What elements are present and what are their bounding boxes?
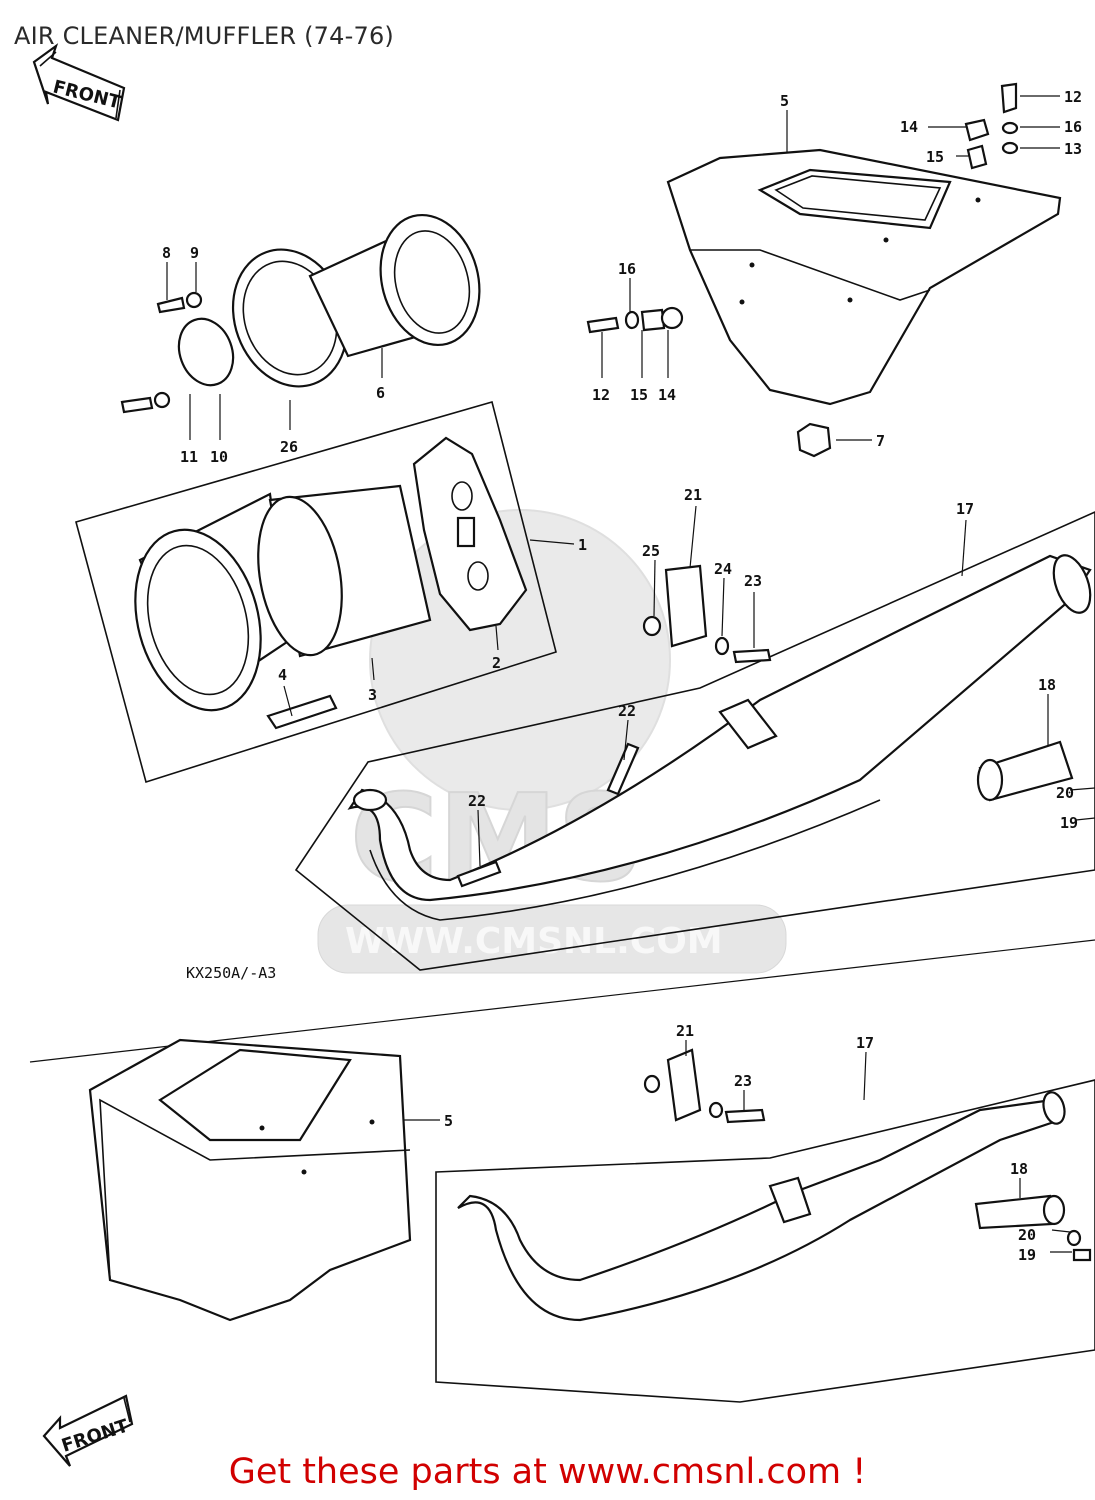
callout-22-upper: 22	[618, 702, 636, 720]
callout-11: 11	[180, 448, 198, 466]
callout-9: 9	[190, 244, 199, 262]
callout-5-bottom: 5	[444, 1112, 453, 1130]
callout-25: 25	[642, 542, 660, 560]
cover-mount-hardware	[964, 82, 1019, 170]
callout-21-bottom: 21	[676, 1022, 694, 1040]
callout-20-bottom: 20	[1018, 1226, 1036, 1244]
callout-12-mid: 12	[592, 386, 610, 404]
callout-13: 13	[1064, 140, 1082, 158]
callout-19-top: 19	[1060, 814, 1078, 832]
watermark: CMS WWW.CMSNL.COM	[317, 509, 787, 974]
callout-3: 3	[368, 686, 377, 704]
callout-10: 10	[210, 448, 228, 466]
callout-16-mid: 16	[618, 260, 636, 278]
callout-14-mid: 14	[658, 386, 676, 404]
footer-link-text[interactable]: Get these parts at www.cmsnl.com !	[228, 1452, 867, 1492]
callout-18-top: 18	[1038, 676, 1056, 694]
exhaust-pipe-top	[294, 511, 1095, 971]
grommet-7	[796, 422, 832, 458]
callout-7: 7	[876, 432, 885, 450]
callout-26: 26	[280, 438, 298, 456]
watermark-url: WWW.CMSNL.COM	[345, 921, 723, 962]
callout-23-bottom: 23	[734, 1072, 752, 1090]
callout-5-top: 5	[780, 92, 789, 110]
exhaust-pipe-bottom	[435, 1048, 1095, 1403]
callout-8: 8	[162, 244, 171, 262]
callout-4: 4	[278, 666, 287, 684]
bolt-set-mid	[586, 306, 684, 334]
callout-2: 2	[492, 654, 501, 672]
callout-20-top: 20	[1056, 784, 1074, 802]
model-label: KX250A/-A3	[186, 964, 276, 982]
side-cover-top	[666, 148, 1062, 406]
callout-24: 24	[714, 560, 732, 578]
front-arrow-bottom: FRONT	[42, 1394, 134, 1467]
callouts-bottom: 5 21 23 17 18 20 19	[444, 1022, 1036, 1264]
callout-18-bottom: 18	[1010, 1160, 1028, 1178]
callout-15-mid: 15	[630, 386, 648, 404]
callout-6: 6	[376, 384, 385, 402]
air-cleaner-assembly	[75, 401, 557, 784]
callout-21-top: 21	[684, 486, 702, 504]
front-arrow-top: FRONT	[32, 43, 126, 122]
side-cover-bottom	[88, 1038, 412, 1322]
callout-16-top-right: 16	[1064, 118, 1082, 136]
callout-15-top-right: 15	[926, 148, 944, 166]
callout-22-lower: 22	[468, 792, 486, 810]
page-title: AIR CLEANER/MUFFLER (74-76)	[14, 22, 394, 50]
callout-12-top-right: 12	[1064, 88, 1082, 106]
air-intake-duct	[120, 213, 481, 414]
callout-23-top: 23	[744, 572, 762, 590]
callout-14-top-right: 14	[900, 118, 918, 136]
callouts-top: 5 12 14 16 15 13 16 12 15 14 7 8 9 6 26 …	[162, 88, 1082, 832]
callout-17-top: 17	[956, 500, 974, 518]
callout-17-bottom: 17	[856, 1034, 874, 1052]
leader-lines	[166, 95, 1095, 1253]
callout-19-bottom: 19	[1018, 1246, 1036, 1264]
callout-1: 1	[578, 536, 587, 554]
